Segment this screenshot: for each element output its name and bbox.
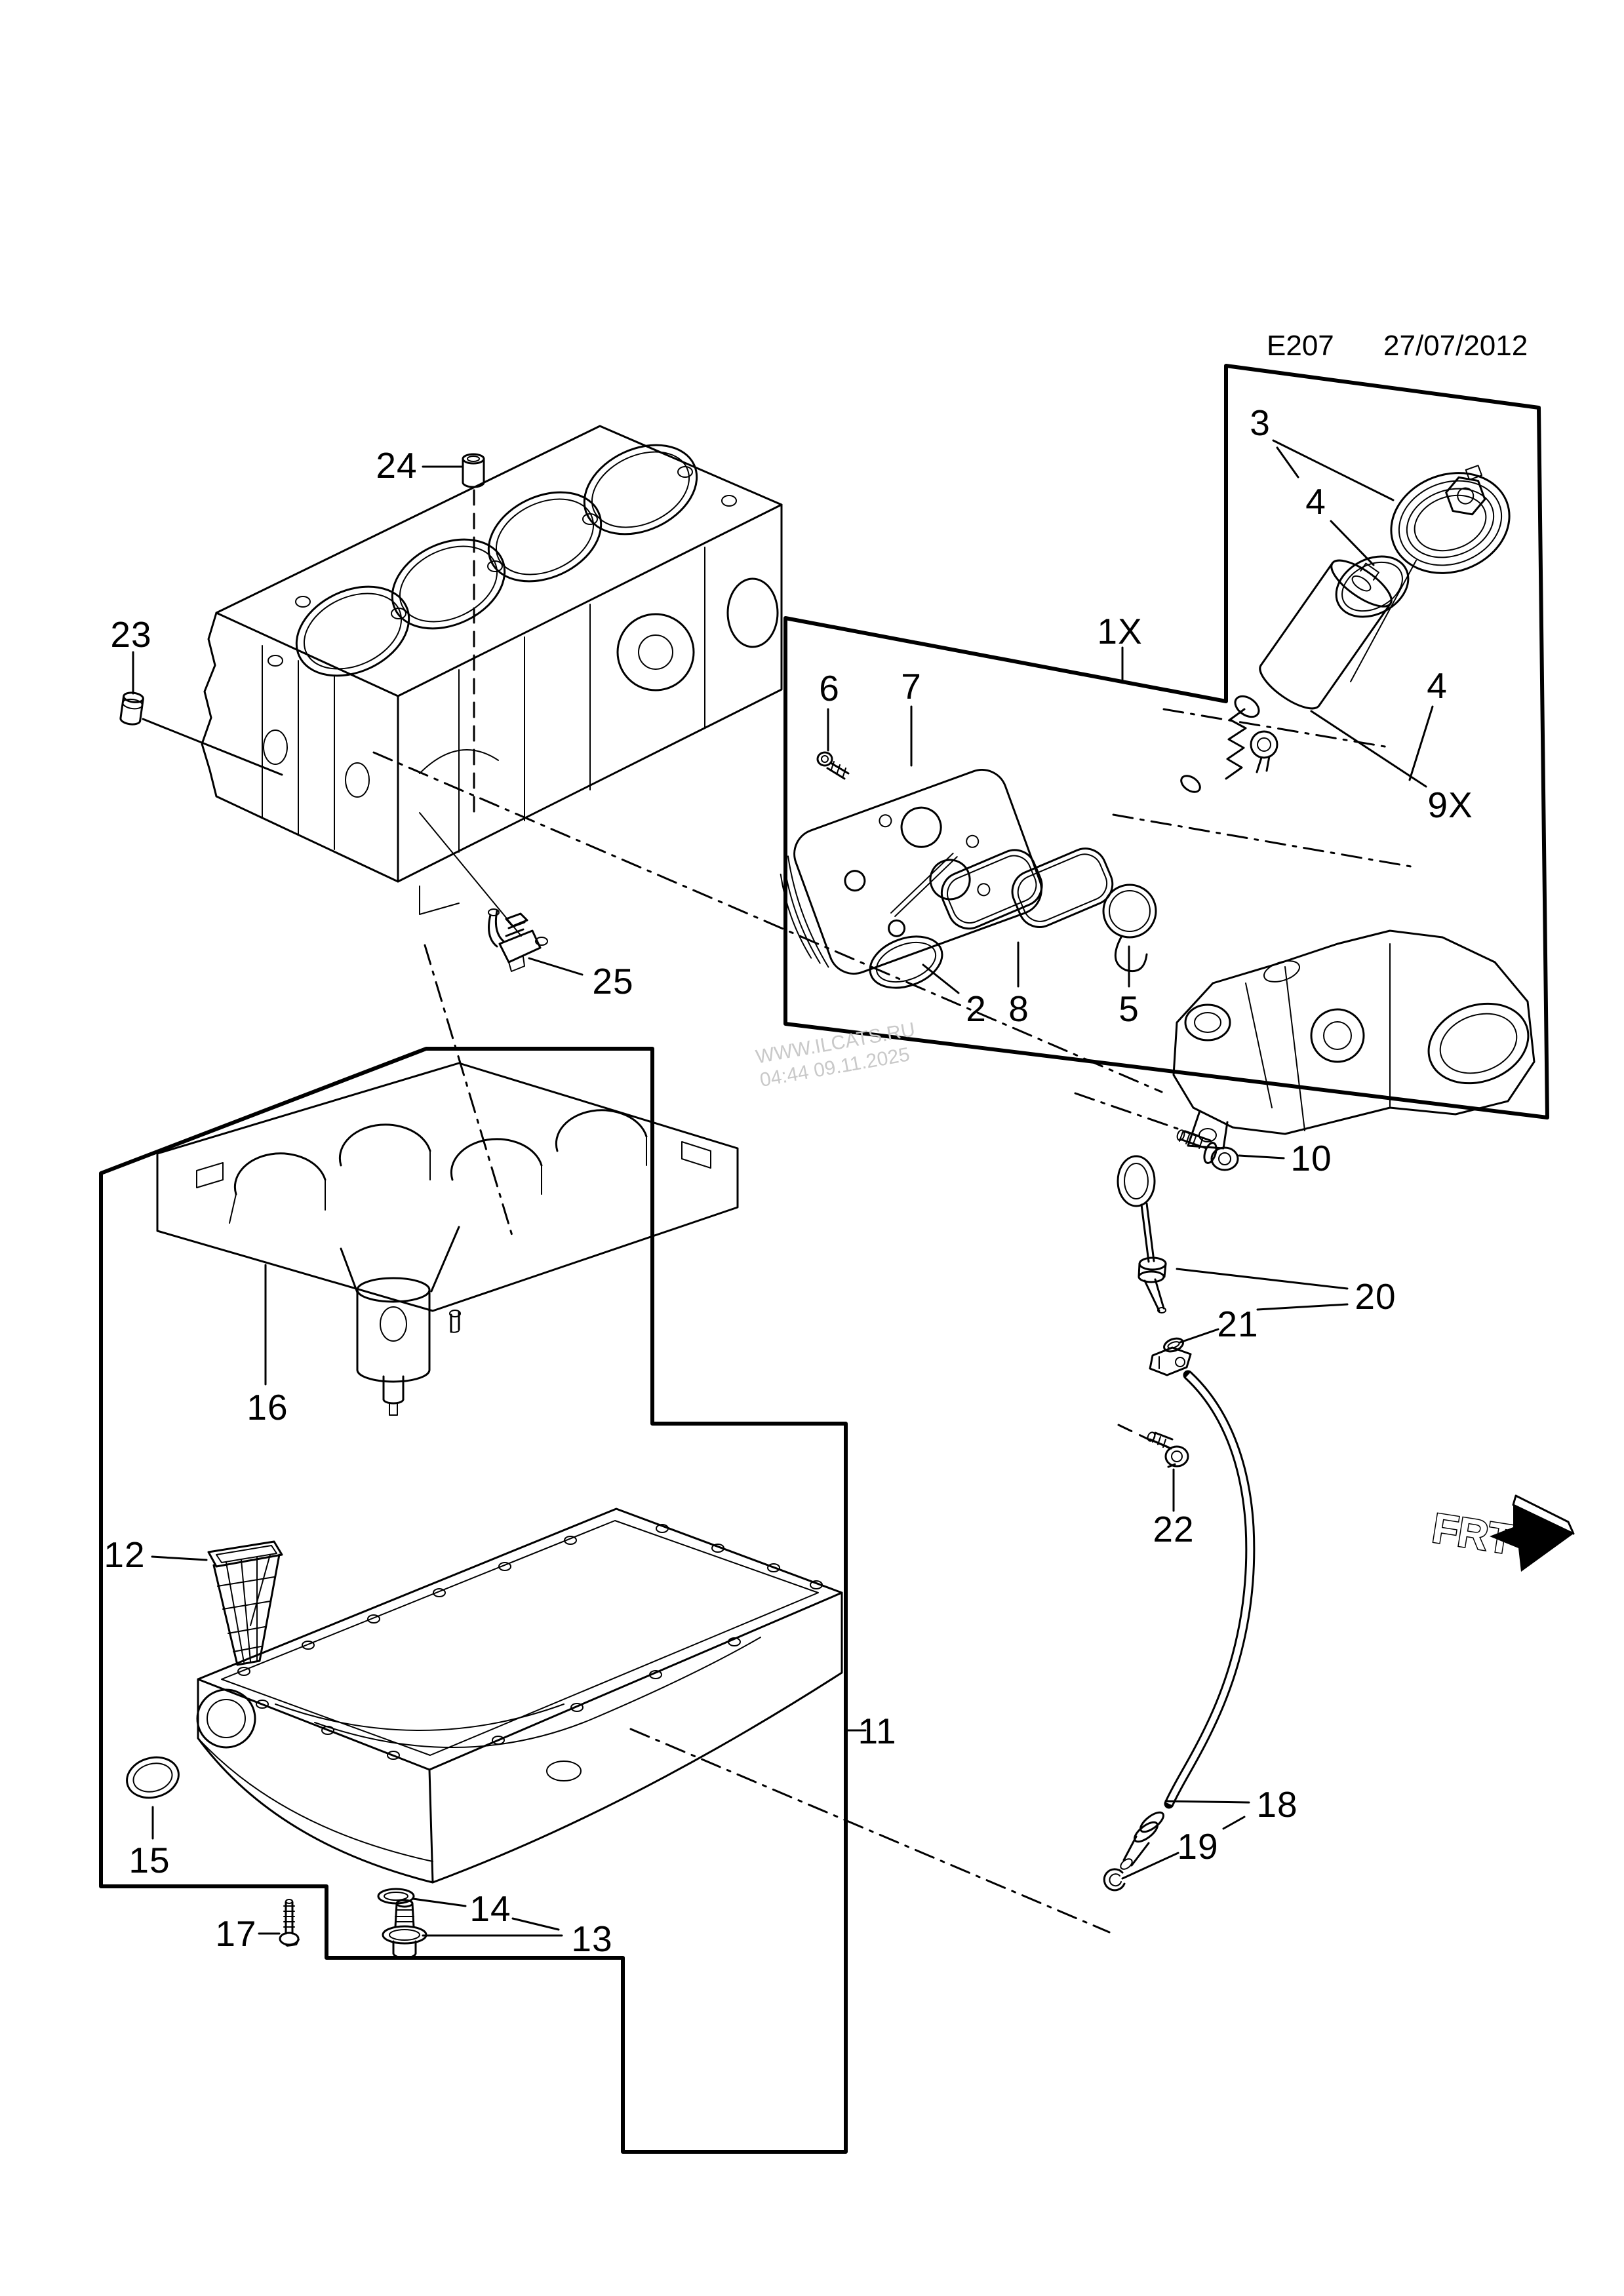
part-callout-9x: 9X [1427,785,1473,825]
frt-direction-icon: FRT [1428,1494,1575,1572]
sealing-plug-24 [462,453,485,488]
baffle-oil-pump-16 [156,1062,739,1416]
seal-ring-15 [126,1756,180,1799]
o-ring-2 [869,935,943,989]
part-callout-21: 21 [1217,1304,1259,1344]
bolt-17 [279,1899,300,1947]
part-callout-19: 19 [1177,1826,1219,1867]
part-callout-14: 14 [469,1888,511,1929]
part-callout-16: 16 [247,1387,288,1428]
part-callout-3: 3 [1250,402,1271,443]
bolt-10 [1176,1129,1239,1171]
part-callout-1x: 1X [1097,611,1143,652]
part-callout-12: 12 [104,1534,146,1575]
part-callout-18: 18 [1256,1784,1298,1825]
part-callout-5: 5 [1119,988,1139,1029]
filter-cap-3 [1390,465,1511,574]
engine-block-drawing [201,425,783,915]
dipstick-20 [1117,1155,1167,1313]
filter-housing-assembly [1172,929,1535,1150]
bolt-6 [816,751,850,780]
cooler-gasket-8 [940,847,1114,930]
cap-axis-line [1350,560,1417,682]
leader-lines [132,439,1434,1937]
bypass-spring-9x [1180,695,1278,793]
part-callout-6: 6 [819,668,840,709]
part-callout-15: 15 [129,1840,170,1880]
tube-o-ring-19 [1103,1868,1126,1892]
gasket-5 [1102,884,1157,972]
part-callout-4: 4 [1305,481,1326,522]
part-callout-20: 20 [1355,1276,1396,1317]
guide-tube-18 [1120,1370,1256,1870]
part-callout-10: 10 [1290,1138,1332,1178]
diagram-code: E207 [1267,330,1334,362]
strainer-12 [207,1540,283,1666]
o-ring-4-upper [1335,555,1410,618]
sealing-plug-23 [119,691,144,726]
part-callout-22: 22 [1153,1509,1195,1549]
part-callout-4: 4 [1427,665,1448,706]
part-callout-17: 17 [215,1913,257,1954]
part-callout-23: 23 [110,614,152,655]
drain-plug-13 [382,1899,427,1959]
part-callout-24: 24 [376,445,418,486]
oil-cooler-box-outline [783,364,1549,1119]
part-callout-11: 11 [858,1711,897,1751]
part-callout-13: 13 [571,1918,613,1959]
frt-label: FRT [1429,1504,1517,1564]
guide-tube-bracket [1149,1346,1192,1376]
oil-pan-11 [196,1508,843,1884]
oil-pressure-sensor-25 [488,908,548,972]
assembly-axis-lines [372,489,1412,1934]
part-callout-2: 2 [966,988,987,1029]
filter-cartridge [1259,559,1393,710]
part-callout-7: 7 [901,666,922,707]
diagram-date: 27/07/2012 [1383,330,1528,362]
part-callout-25: 25 [592,961,634,1002]
oil-cooler-7 [780,768,1042,975]
oil-pan-box-outline [99,1047,867,2154]
bolt-22 [1147,1431,1189,1468]
part-callout-8: 8 [1008,988,1029,1029]
frt-arrow-icon [1490,1505,1574,1572]
